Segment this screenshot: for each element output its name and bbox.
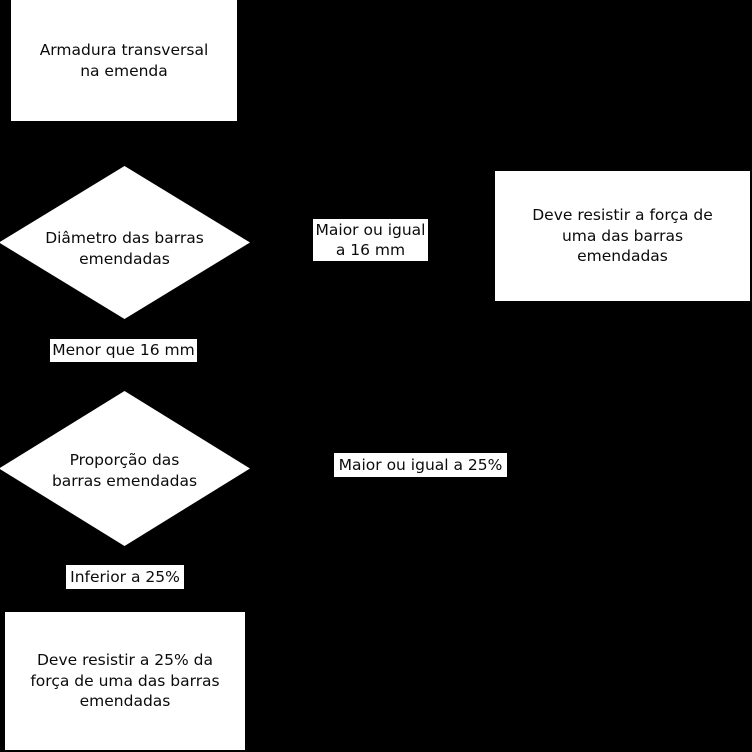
edge-label-menor-que-16mm: Menor que 16 mm — [50, 339, 197, 362]
node-proporcao-das-barras-emendadas[interactable]: Proporção das barras emendadas — [0, 391, 250, 546]
edge-label-maior-igual-25pct: Maior ou igual a 25% — [334, 453, 507, 477]
node-deve-resistir-forca-uma-das-barras[interactable]: Deve resistir a força de uma das barras … — [495, 171, 750, 301]
node-diametro-das-barras-emendadas[interactable]: Diâmetro das barras emendadas — [0, 166, 250, 319]
edge-label-inferior-25pct: Inferior a 25% — [66, 565, 184, 589]
diamond-shape — [0, 166, 250, 319]
connector-start-to-decision-diametro — [123, 120, 125, 166]
node-deve-resistir-25-pct-forca[interactable]: Deve resistir a 25% da força de uma das … — [5, 612, 245, 750]
edge-label-maior-igual-16mm: Maior ou igual a 16 mm — [313, 219, 428, 261]
node-armadura-transversal-na-emenda[interactable]: Armadura transversal na emenda — [11, 0, 237, 121]
diamond-shape — [0, 391, 250, 546]
